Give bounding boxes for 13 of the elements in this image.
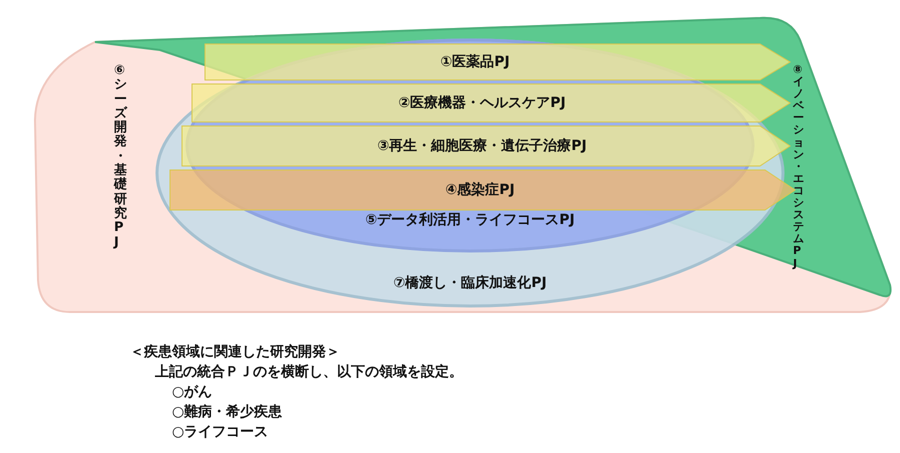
project-label: ③再生・細胞医療・遺伝子治療PJ	[377, 137, 587, 155]
project-label: ②医療機器・ヘルスケアPJ	[398, 94, 566, 112]
note-text: ○難病・希少疾患	[172, 403, 282, 421]
note-text: 上記の統合ＰＪのを横断し、以下の領域を設定。	[155, 363, 463, 381]
project-label: ⑦橋渡し・臨床加速化PJ	[393, 274, 547, 292]
project-label: ⑥シーズ開発・基礎研究PJ	[114, 64, 127, 250]
project-label: ⑤データ利活用・ライフコースPJ	[365, 211, 575, 229]
note-text: ○がん	[172, 383, 212, 401]
project-label: ⑧イノベーション・エコシステムPJ	[793, 64, 804, 270]
note-text: ＜疾患領域に関連した研究開発＞	[130, 343, 340, 361]
project-label: ④感染症PJ	[445, 181, 515, 199]
project-label: ①医薬品PJ	[440, 53, 510, 71]
note-text: ○ライフコース	[172, 423, 268, 441]
